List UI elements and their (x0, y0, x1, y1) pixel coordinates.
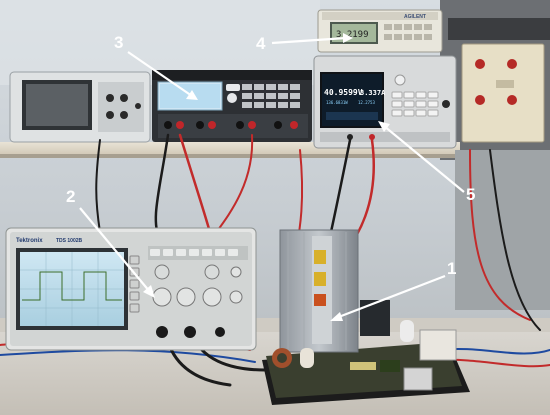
callout-number-3: 3 (114, 33, 123, 52)
scope-model: TDS 1002B (56, 238, 83, 244)
test-circuit-board (262, 229, 470, 405)
dc-power-supply (152, 70, 312, 142)
scope-brand: Tektronix (16, 238, 43, 244)
multimeter-brand: AGILENT (404, 14, 426, 20)
load-voltage-reading: 40.9599V (324, 88, 363, 97)
callout-number-1: 1 (447, 259, 456, 278)
callout-number-2: 2 (66, 187, 75, 206)
shelf-oscilloscope (9, 71, 151, 143)
psu-keypad (226, 84, 300, 108)
callout-number-4: 4 (256, 34, 266, 53)
scope-grid (20, 252, 124, 326)
callout-arrow-2 (79, 207, 151, 293)
load-current-reading: 3.337A (360, 89, 386, 97)
scope-side-buttons (129, 255, 140, 313)
callout-arrow-3 (127, 51, 193, 97)
callout-arrow-4 (271, 36, 347, 45)
annotation-callouts: 1 2 3 4 5 (66, 33, 475, 321)
psu-terminals (164, 121, 298, 129)
multimeter-reading: 3.2199 (336, 30, 369, 40)
rack-top-unit (448, 18, 550, 40)
load-keypad (391, 74, 450, 117)
bench-multimeter: 3.2199 AGILENT (317, 9, 443, 53)
load-power-reading: 136.6831W (326, 100, 348, 105)
capacitor (300, 348, 314, 368)
terminal-panel (461, 43, 545, 143)
inductor (360, 300, 390, 336)
shelf-edge (0, 154, 460, 158)
fan-module (419, 329, 457, 361)
electronic-load: 40.9599V 3.337A 136.6831W 12.2753 (313, 55, 457, 149)
tektronix-oscilloscope: Tektronix TDS 1002B (5, 227, 257, 351)
load-resistance-reading: 12.2753 (358, 100, 375, 105)
callout-number-5: 5 (466, 185, 475, 204)
heatsink-fins (287, 232, 347, 350)
scope-trace (22, 271, 122, 301)
callout-arrow-5 (383, 125, 465, 193)
callout-arrow-1 (335, 274, 446, 320)
